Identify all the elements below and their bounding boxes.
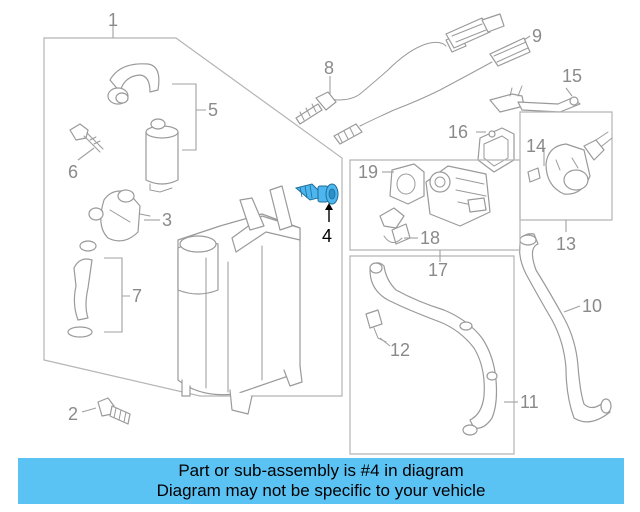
callout-7: 7 (132, 286, 142, 306)
part-11-pipe-assembly (369, 262, 518, 436)
parts-diagram: 1 2 3 4 5 6 7 8 9 10 11 12 13 14 15 16 1… (43, 10, 613, 455)
part-6-bolt (69, 123, 104, 161)
callout-18: 18 (420, 228, 440, 248)
banner-line-part: Part or sub-assembly is #4 in diagram (178, 461, 464, 480)
part-12-sensor (365, 309, 391, 347)
part-2-bolt (81, 397, 131, 425)
callout-15: 15 (562, 66, 582, 86)
part-5-canister-filter (107, 63, 206, 193)
callout-9: 9 (532, 26, 542, 46)
callout-11: 11 (520, 392, 539, 412)
group-frame-17 (349, 159, 521, 251)
callout-8: 8 (324, 58, 334, 78)
part-18-pipe (379, 207, 418, 245)
callout-5: 5 (208, 100, 218, 120)
part-4-bolt-highlighted (294, 183, 339, 222)
callout-17: 17 (428, 260, 448, 280)
part-14-water-pump (527, 131, 613, 195)
part-10-coolant-hose (519, 233, 612, 423)
part-17-egr-cooler (425, 165, 491, 227)
callout-16: 16 (448, 122, 468, 142)
banner-line-disclaimer: Diagram may not be specific to your vehi… (156, 481, 486, 500)
part-9-sensor-connector (333, 13, 531, 145)
callout-3: 3 (162, 210, 172, 230)
part-8-sensor (295, 33, 467, 125)
part-7-hose (67, 257, 130, 338)
callout-14: 14 (526, 136, 546, 156)
part-3-purge-valve (79, 189, 160, 252)
group-frame-11 (349, 255, 515, 455)
callout-12: 12 (390, 340, 410, 360)
part-1-charcoal-canister (177, 185, 303, 415)
part-19-gasket (382, 163, 425, 205)
callout-19: 19 (358, 162, 378, 182)
callout-13: 13 (556, 234, 576, 254)
callout-2: 2 (68, 404, 78, 424)
callout-4: 4 (322, 226, 332, 246)
info-banner: Part or sub-assembly is #4 in diagram Di… (18, 458, 624, 504)
part-16-cover (476, 127, 515, 173)
part-15-bracket (489, 85, 581, 113)
callout-10: 10 (582, 296, 602, 316)
callout-1: 1 (108, 10, 118, 30)
group-frame-1 (43, 37, 343, 397)
callout-6: 6 (68, 162, 78, 182)
